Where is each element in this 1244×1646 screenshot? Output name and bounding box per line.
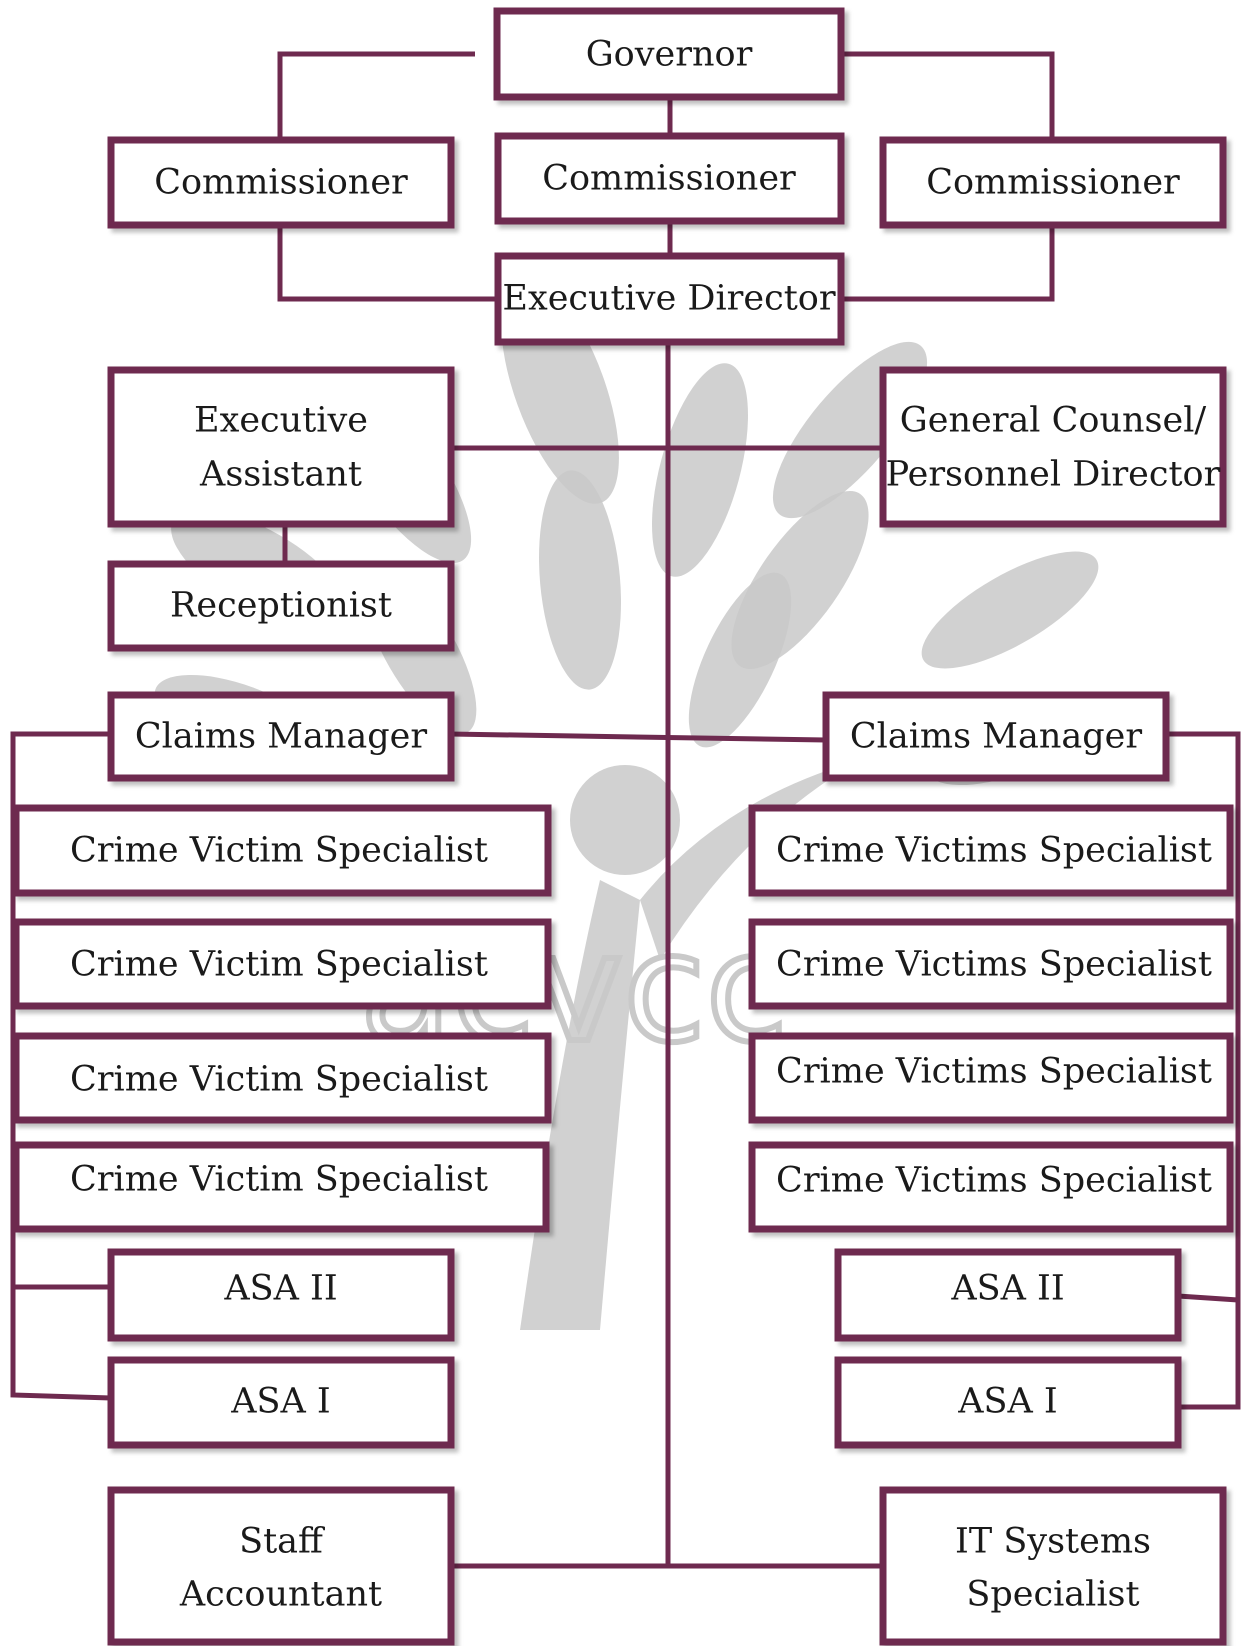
specialist-box-left-2: Crime Victim Specialist bbox=[12, 918, 552, 1010]
executive-assistant-line-1: Executive bbox=[194, 401, 368, 441]
specialist-label: Crime Victims Specialist bbox=[776, 1052, 1212, 1092]
specialist-box-right-2: Crime Victims Specialist bbox=[748, 918, 1234, 1010]
asa-i-box-left: ASA I bbox=[107, 1356, 455, 1449]
executive-assistant-box: Executive Assistant bbox=[107, 366, 455, 528]
staff-accountant-line-2: Accountant bbox=[179, 1575, 382, 1615]
commissioner-box-center: Commissioner bbox=[494, 132, 845, 225]
commissioner-box-left: Commissioner bbox=[107, 136, 455, 229]
staff-accountant-line-1: Staff bbox=[239, 1522, 325, 1562]
asa-ii-label: ASA II bbox=[950, 1269, 1064, 1309]
commissioner-label: Commissioner bbox=[926, 163, 1180, 203]
specialist-box-right-3: Crime Victims Specialist bbox=[748, 1032, 1234, 1124]
general-counsel-line-2: Personnel Director bbox=[886, 455, 1221, 495]
it-systems-line-1: IT Systems bbox=[955, 1522, 1151, 1562]
general-counsel-line-1: General Counsel/ bbox=[900, 401, 1207, 441]
claims-manager-box-left: Claims Manager bbox=[107, 691, 455, 782]
asa-ii-label: ASA II bbox=[223, 1269, 337, 1309]
it-systems-box: IT Systems Specialist bbox=[879, 1486, 1227, 1646]
specialist-label: Crime Victims Specialist bbox=[776, 945, 1212, 985]
claims-manager-box-right: Claims Manager bbox=[822, 691, 1170, 782]
executive-director-label: Executive Director bbox=[502, 279, 835, 319]
general-counsel-box: General Counsel/ Personnel Director bbox=[879, 366, 1227, 528]
claims-manager-label: Claims Manager bbox=[135, 717, 428, 757]
specialist-box-right-1: Crime Victims Specialist bbox=[748, 804, 1234, 897]
executive-director-box: Executive Director bbox=[494, 252, 845, 346]
specialist-label: Crime Victim Specialist bbox=[70, 1160, 488, 1200]
specialist-box-left-4: Crime Victim Specialist bbox=[12, 1141, 550, 1233]
specialist-label: Crime Victim Specialist bbox=[70, 1060, 488, 1100]
commissioner-box-right: Commissioner bbox=[879, 136, 1227, 229]
executive-assistant-line-2: Assistant bbox=[199, 455, 362, 495]
specialist-label: Crime Victim Specialist bbox=[70, 945, 488, 985]
asa-ii-box-right: ASA II bbox=[834, 1248, 1182, 1342]
specialist-box-right-4: Crime Victims Specialist bbox=[748, 1141, 1234, 1233]
specialist-label: Crime Victims Specialist bbox=[776, 831, 1212, 871]
specialist-box-left-3: Crime Victim Specialist bbox=[12, 1032, 552, 1124]
commissioner-label: Commissioner bbox=[542, 159, 796, 199]
governor-box: Governor bbox=[493, 7, 845, 101]
receptionist-box: Receptionist bbox=[107, 560, 455, 652]
asa-i-box-right: ASA I bbox=[834, 1356, 1182, 1449]
claims-manager-label: Claims Manager bbox=[850, 717, 1143, 757]
it-systems-line-2: Specialist bbox=[966, 1575, 1139, 1615]
specialist-label: Crime Victims Specialist bbox=[776, 1161, 1212, 1201]
specialist-label: Crime Victim Specialist bbox=[70, 831, 488, 871]
specialist-box-left-1: Crime Victim Specialist bbox=[12, 804, 552, 897]
receptionist-label: Receptionist bbox=[170, 586, 392, 626]
asa-i-label: ASA I bbox=[957, 1382, 1057, 1422]
asa-i-label: ASA I bbox=[230, 1382, 330, 1422]
asa-ii-box-left: ASA II bbox=[107, 1248, 455, 1342]
commissioner-label: Commissioner bbox=[154, 163, 408, 203]
governor-label: Governor bbox=[586, 35, 753, 75]
staff-accountant-box: Staff Accountant bbox=[107, 1486, 455, 1646]
